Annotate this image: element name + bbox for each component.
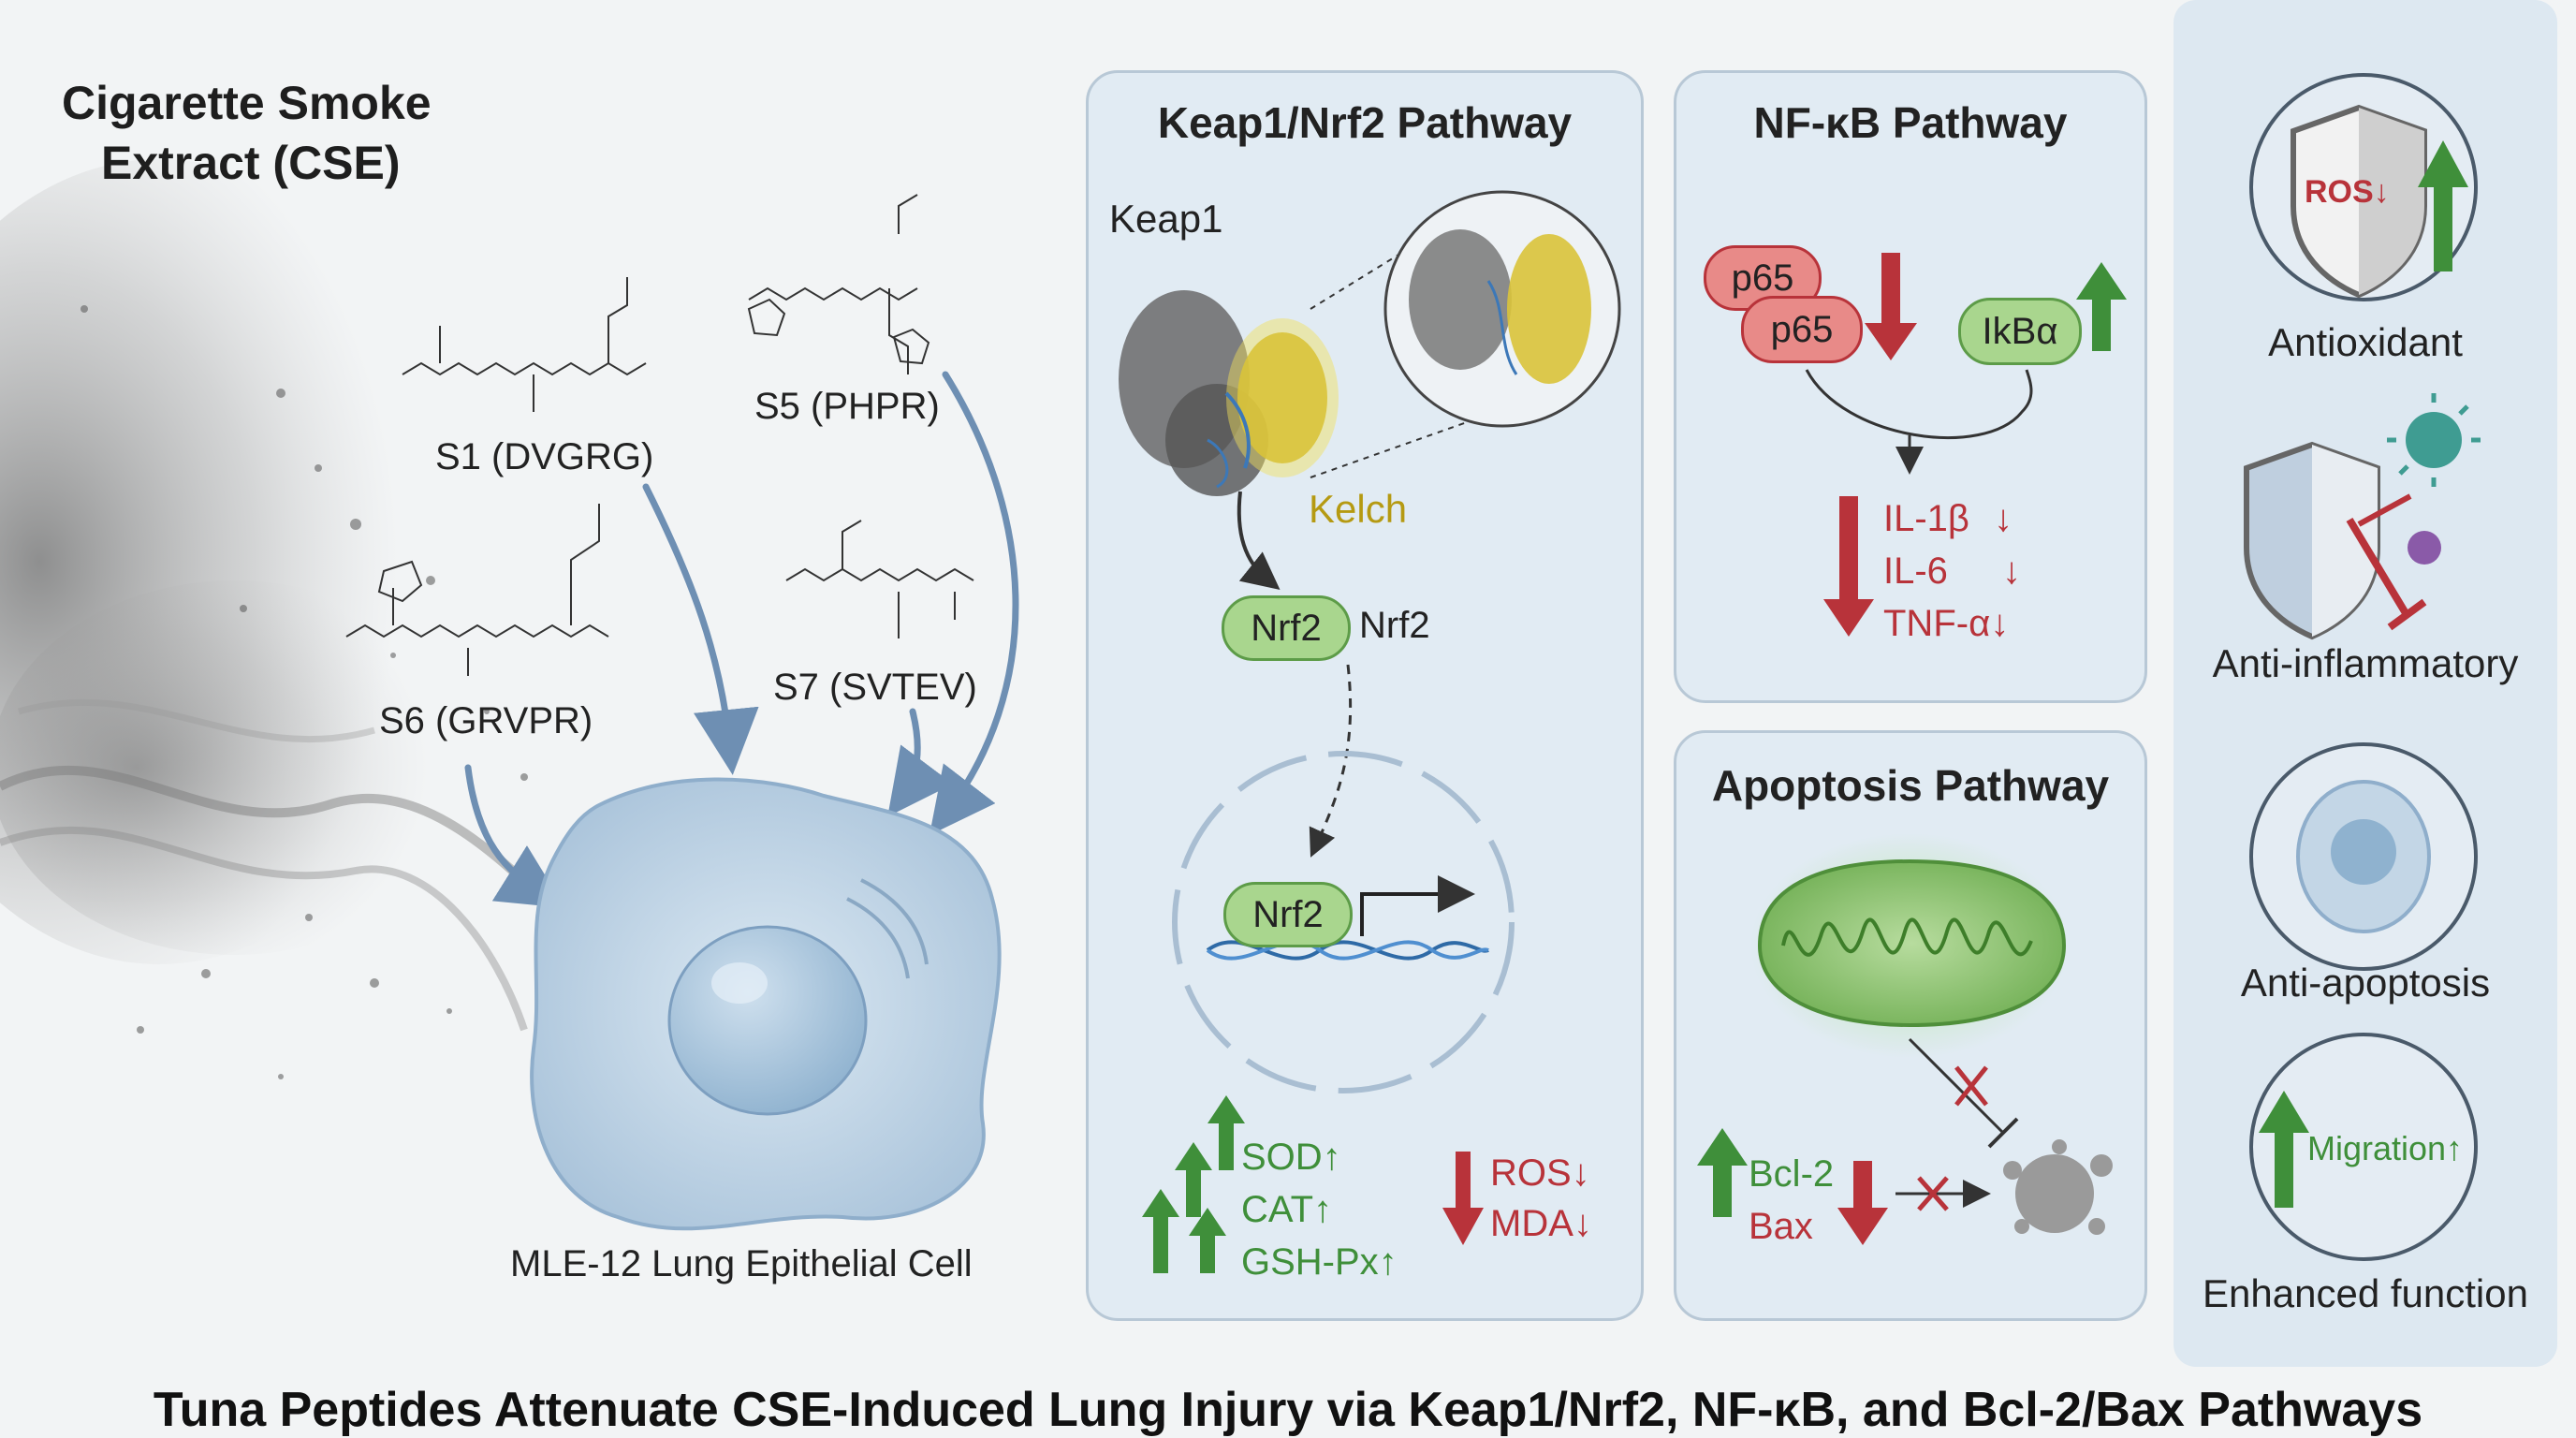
cytokine-il1b-arrow: ↓ [1993,498,2012,539]
ros-badge: ROS↓ [2305,174,2390,210]
figure-title: Tuna Peptides Attenuate CSE-Induced Lung… [153,1383,2423,1437]
marker-sod: SOD↑ [1241,1137,1341,1178]
nucleus-dashed [1172,751,1515,1093]
nrf2-nucleus-pill: Nrf2 [1223,882,1353,947]
bcl2-up-arrow [1697,1128,1748,1217]
marker-cat: CAT↑ [1241,1189,1333,1230]
structure-s6 [345,504,609,676]
nrf2-free-label: Nrf2 [1359,605,1430,646]
peptide-arrows [464,371,1019,908]
kelch-label: Kelch [1309,487,1408,531]
cell-label: MLE-12 Lung Epithelial Cell [510,1243,973,1284]
cytokine-il1b: IL-1β ↓ [1883,492,2021,545]
keap1-release-arrow [1237,491,1281,591]
oxidative-markers: ROS↓ MDA↓ [1490,1148,1592,1249]
antioxidant-icon [2249,73,2478,301]
structure-s1 [402,277,647,412]
marker-ros: ROS↓ [1490,1152,1590,1194]
cytokine-list: IL-1β↓ IL-6↓ TNF-α↓ [1883,492,2021,650]
cytokine-il6-arrow: ↓ [2001,550,2021,592]
p65-down-arrow [1865,253,1917,360]
antioxidant-up-arrows [1142,1095,1245,1273]
structure-s5 [748,194,918,374]
block-x-1 [1954,1065,1988,1107]
cse-title-line1: Cigarette Smoke [62,77,432,129]
nfkb-panel-title: NF-κB Pathway [1753,98,2068,147]
ikba-pill: IkBα [1958,298,2082,365]
cytokine-il6: IL-6 ↓ [1883,545,2021,597]
apoptotic-cell-icon [2003,1139,2113,1235]
structure-s7 [785,520,974,638]
effect-enhanced-function: Enhanced function [2203,1271,2528,1315]
nfkb-converge-line [1805,369,2033,439]
cytokine-tnfa-arrow: ↓ [1990,603,2010,644]
migration-badge: Migration↑ [2307,1129,2464,1167]
enhanced-function-icon [2249,1033,2478,1261]
keap1-structure [1119,190,1621,496]
effect-anti-inflammatory: Anti-inflammatory [2212,641,2519,685]
inhibition-line [1908,1037,2005,1135]
cytokine-tnfa-label: TNF-α [1883,603,1991,644]
anti-apoptosis-icon [2249,742,2478,971]
block-x-2 [1917,1176,1949,1211]
cse-title: Cigarette Smoke Extract (CSE) [62,73,432,193]
bax-label: Bax [1749,1206,1813,1247]
smoke-cloud [0,159,565,1079]
keap1-label: Keap1 [1109,197,1223,241]
cytokine-il6-label: IL-6 [1883,550,1948,592]
peptide-s7-label: S7 (SVTEV) [773,667,977,708]
lung-epithelial-cell [530,777,1002,1231]
effect-anti-apoptosis: Anti-apoptosis [2240,961,2491,1005]
apoptosis-panel-title: Apoptosis Pathway [1711,761,2110,810]
anti-inflammatory-icon [2244,393,2481,640]
antioxidant-markers: SOD↑ CAT↑ GSH-Px↑ [1241,1131,1398,1288]
marker-mda: MDA↓ [1490,1203,1592,1244]
bax-down-arrow [1837,1161,1888,1245]
p65-pill-front: p65 [1741,296,1863,363]
peptide-s5-label: S5 (PHPR) [754,386,940,427]
bcl2-label: Bcl-2 [1749,1153,1835,1195]
cytokine-il1b-label: IL-1β [1883,498,1969,539]
peptide-s6-label: S6 (GRVPR) [379,700,593,741]
cse-title-line2: Extract (CSE) [101,137,401,189]
marker-gsh-px: GSH-Px↑ [1241,1241,1398,1283]
cytokine-tnfa: TNF-α↓ [1883,597,2021,650]
nfkb-panel [1674,70,2147,703]
mitochondrion [1750,833,2069,1058]
nrf2-pill: Nrf2 [1222,595,1351,661]
nrf2-translocation-arrow [1309,664,1353,858]
oxidative-down-arrows [1442,1152,1484,1245]
effect-antioxidant: Antioxidant [2268,320,2463,364]
ikba-up-arrow [2076,262,2127,351]
keap1-panel-title: Keap1/Nrf2 Pathway [1157,98,1573,147]
cytokines-down-arrow [1823,496,1874,637]
peptide-s1-label: S1 (DVGRG) [435,436,654,477]
peptide-structures [345,194,974,676]
